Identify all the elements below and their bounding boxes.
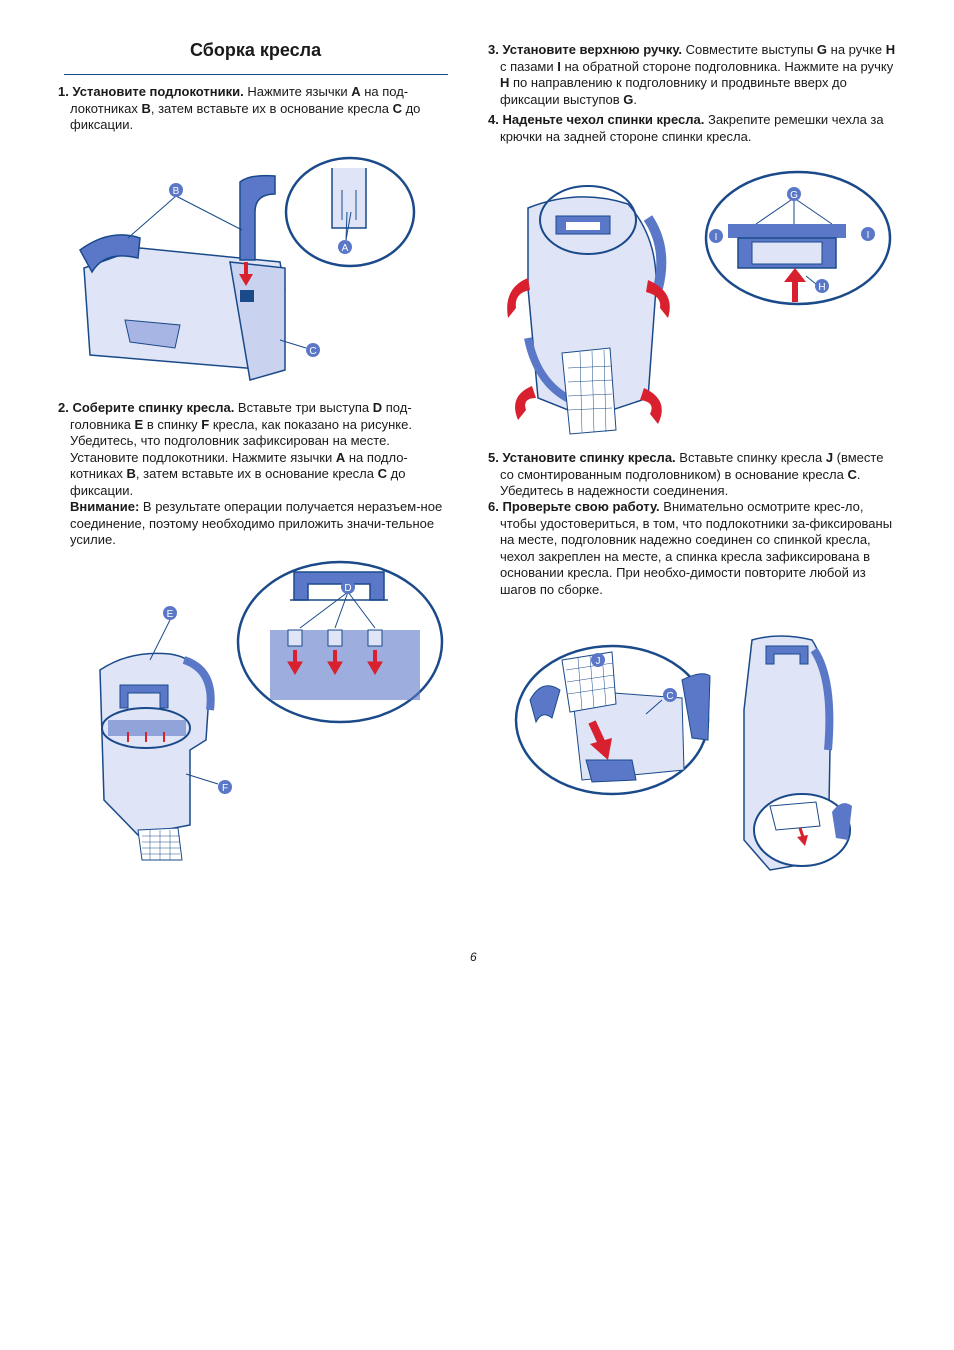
step-1: 1. Установите подлокотники. Нажмите языч… bbox=[58, 84, 421, 132]
figure-backrest-assembly: D E F bbox=[99, 560, 444, 861]
step-3: 3. Установите верхнюю ручку. Совместите … bbox=[488, 42, 896, 107]
step-4: 4. Наденьте чехол спинки кресла. Закрепи… bbox=[488, 112, 884, 144]
label-D: D bbox=[344, 583, 351, 594]
title-rule bbox=[64, 74, 448, 75]
label-J: J bbox=[596, 656, 601, 667]
label-C-fig4: C bbox=[666, 691, 673, 702]
step-6: 6. Проверьте свою работу. Внимательно ос… bbox=[488, 499, 893, 597]
label-I-right: I bbox=[867, 230, 870, 241]
figure-backrest-install: J C bbox=[514, 635, 852, 871]
label-C: C bbox=[309, 346, 316, 357]
figure-handle-and-cover: G I I H bbox=[507, 170, 892, 435]
label-H: H bbox=[818, 282, 825, 293]
label-G: G bbox=[790, 190, 798, 201]
page-number: 6 bbox=[470, 950, 477, 964]
step-2: 2. Соберите спинку кресла. Вставьте три … bbox=[58, 400, 443, 547]
label-E: E bbox=[167, 609, 174, 620]
label-B: B bbox=[173, 186, 180, 197]
page-title: Сборка кресла bbox=[190, 40, 322, 60]
label-F: F bbox=[222, 783, 228, 794]
label-A: A bbox=[342, 243, 349, 254]
label-I-left: I bbox=[715, 232, 718, 243]
step-5: 5. Установите спинку кресла. Вставьте сп… bbox=[488, 450, 884, 498]
figure-armrest-install: B C A bbox=[79, 156, 416, 381]
